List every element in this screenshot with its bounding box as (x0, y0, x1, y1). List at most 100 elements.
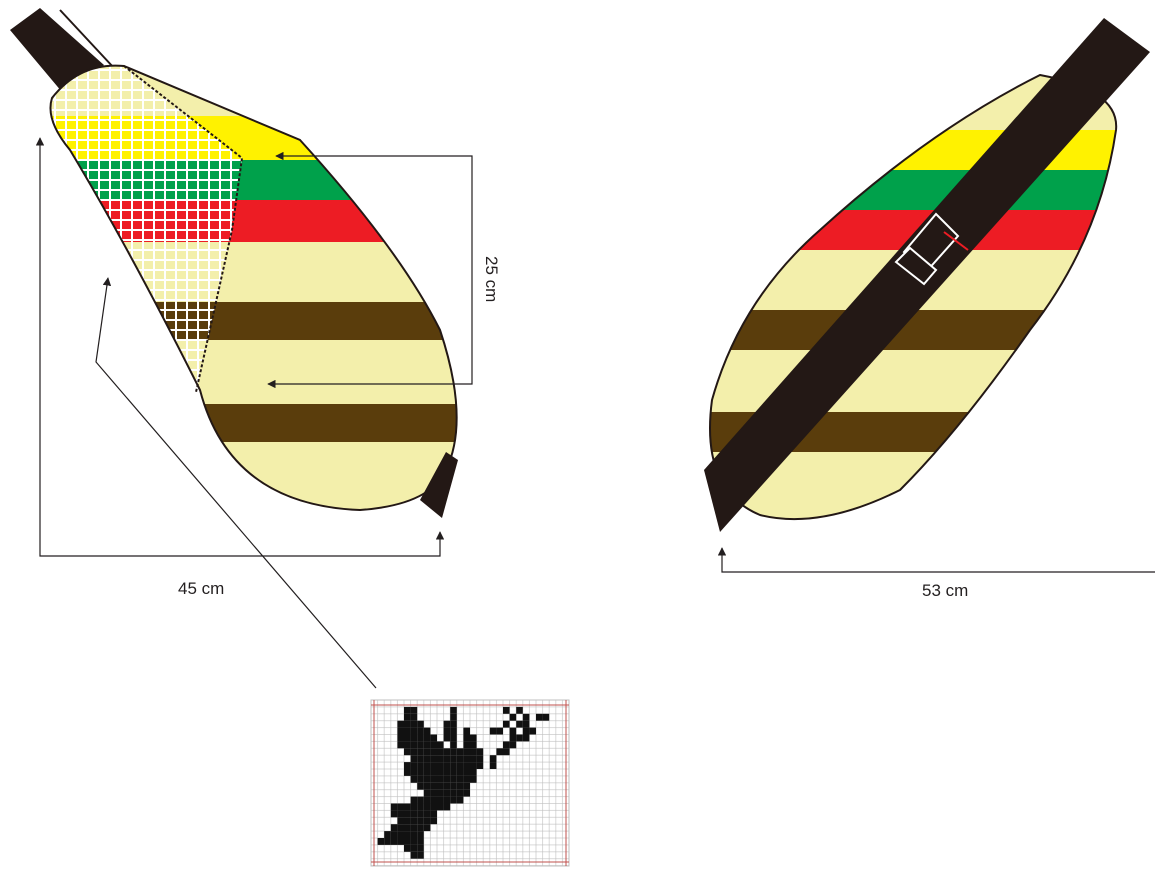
dove-pixel (404, 720, 411, 728)
dove-pixel (410, 748, 418, 756)
dove-pixel (417, 810, 424, 818)
dove-pixel (397, 741, 404, 749)
dove-pixel (503, 741, 510, 749)
dove-pixel (417, 844, 424, 852)
dove-pixel (423, 769, 431, 776)
dove-pixel (430, 755, 437, 763)
dove-pixel (410, 775, 418, 783)
dove-pixel (470, 748, 477, 756)
front-stripe-brown-2 (50, 404, 457, 442)
dove-pixel (390, 831, 398, 838)
dove-pixel (410, 720, 418, 728)
dove-pixel (450, 789, 457, 797)
dove-pixel (443, 727, 451, 735)
dove-pixel (417, 762, 424, 769)
dove-pixel (430, 734, 437, 742)
dove-pixel (463, 762, 470, 769)
dove-pixel (423, 748, 431, 756)
dove-pixel (489, 755, 497, 763)
dove-pixel (450, 706, 457, 714)
front-stripe-brown-1 (50, 302, 457, 340)
dove-pixel (410, 824, 418, 832)
dove-pixel (390, 810, 398, 818)
dove-pixel (437, 755, 444, 763)
back-width-label: 53 cm (922, 581, 968, 600)
dove-pixel (450, 796, 457, 804)
dove-pixel (463, 734, 470, 742)
dove-pixel (509, 727, 517, 735)
dove-pixel (423, 803, 431, 811)
dove-pixel (463, 741, 470, 749)
dove-pixel (437, 782, 444, 790)
dove-pixel (390, 838, 398, 845)
dove-pixel (450, 741, 457, 749)
dove-pixel (443, 762, 451, 769)
dove-pixel (470, 769, 477, 776)
dove-pixel (456, 782, 464, 790)
dove-pixel (417, 803, 424, 811)
dove-pixel (430, 810, 437, 818)
dove-pixel (430, 789, 437, 797)
dove-pixel (397, 838, 404, 845)
dove-pixel (410, 817, 418, 825)
dove-pixel (450, 713, 457, 721)
dove-pixel (476, 762, 484, 769)
dove-pixel (463, 727, 470, 735)
dove-pixel (450, 748, 457, 756)
dove-pixel (536, 713, 543, 721)
front-stripe-green (50, 160, 457, 200)
dove-pixel (443, 803, 451, 811)
dove-pixel (417, 734, 424, 742)
back-bag-outline (709, 73, 1118, 521)
dove-pixel (417, 851, 424, 859)
dove-pixel (417, 817, 424, 825)
dove-pixel (404, 810, 411, 818)
dove-pixel (404, 706, 411, 714)
dove-pixel (410, 755, 418, 763)
dove-pixel (437, 775, 444, 783)
dove-pixel (509, 713, 517, 721)
dove-pixel (404, 713, 411, 721)
dove-pixel (397, 803, 404, 811)
dove-pixel (423, 775, 431, 783)
buckle-icon (894, 212, 969, 286)
dove-pixel (410, 762, 418, 769)
dove-pixel (417, 769, 424, 776)
dove-pixel (496, 727, 503, 735)
dove-pixel (463, 789, 470, 797)
dove-pixel (529, 727, 536, 735)
dove-pixel (470, 775, 477, 783)
dove-pixel (417, 755, 424, 763)
back-dimensions (717, 547, 1155, 573)
dove-pixel (410, 851, 418, 859)
dove-pixel (456, 775, 464, 783)
dove-pixel (456, 755, 464, 763)
dove-pixel (423, 789, 431, 797)
dove-pixel (417, 775, 424, 783)
dove-pixel (450, 720, 457, 728)
dove-pixel (450, 727, 457, 735)
dove-pixel (516, 720, 523, 728)
dove-pixel (423, 741, 431, 749)
dove-pixel (397, 824, 404, 832)
dove-pixel (437, 803, 444, 811)
dove-pixel (404, 769, 411, 776)
dove-pixel (503, 720, 510, 728)
dove-pixel (450, 734, 457, 742)
dove-pixel (384, 831, 391, 838)
dove-pixel (417, 782, 424, 790)
dove-pixel (437, 769, 444, 776)
dove-pixel (463, 748, 470, 756)
dove-pixel (410, 810, 418, 818)
dove-pixel (516, 706, 523, 714)
dove-pixel (437, 741, 444, 749)
dove-pixel (509, 734, 517, 742)
dove-pixel (443, 755, 451, 763)
dove-pixel (470, 741, 477, 749)
dove-pixel (463, 755, 470, 763)
dove-pixel (450, 775, 457, 783)
dove-pixel (450, 762, 457, 769)
dove-pixel (417, 720, 424, 728)
dove-pixel (470, 734, 477, 742)
